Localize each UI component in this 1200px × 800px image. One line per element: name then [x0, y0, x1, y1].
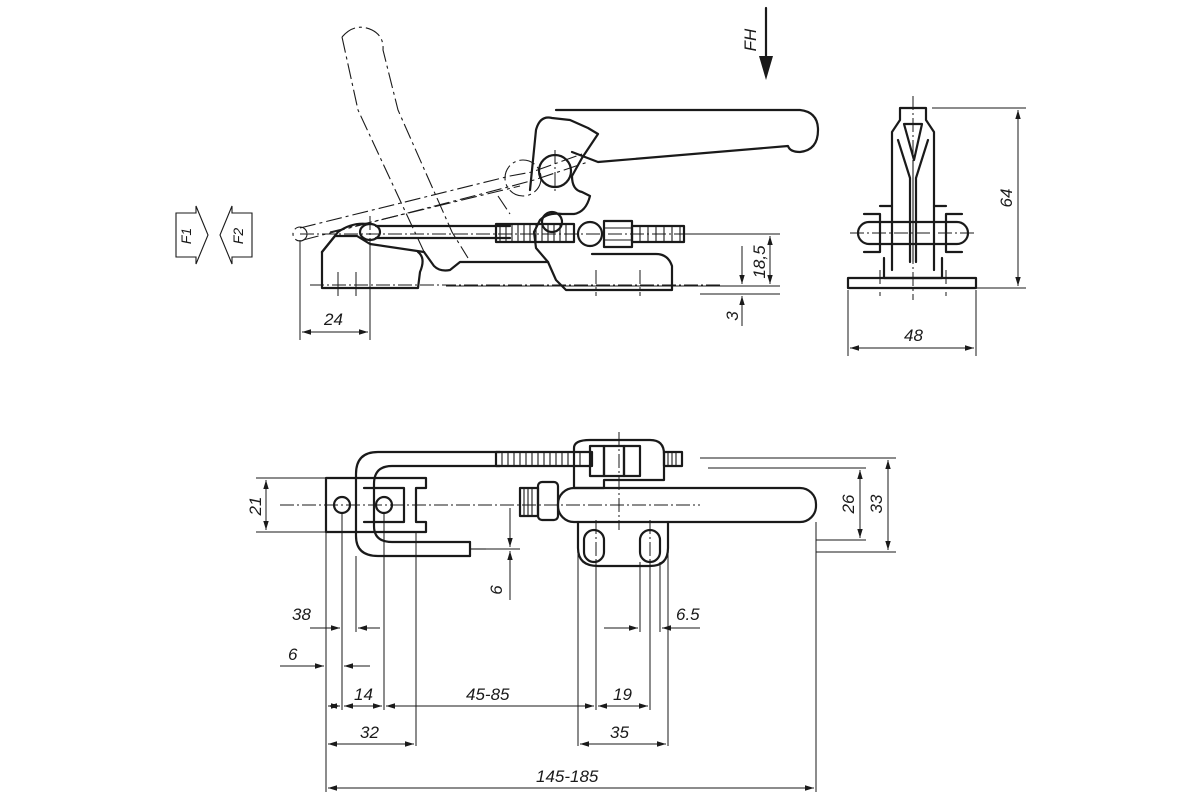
dim-6-horizontal: 6 — [288, 645, 298, 664]
dim-38: 38 — [292, 605, 311, 624]
end-view — [846, 96, 978, 300]
end-dimensions: 64 48 — [847, 107, 1026, 356]
dim-64: 64 — [997, 189, 1016, 208]
dim-6-vertical: 6 — [487, 585, 506, 595]
dim-18-5: 18,5 — [750, 245, 769, 279]
dim-24: 24 — [323, 310, 343, 329]
dim-14: 14 — [354, 685, 373, 704]
label-f1: F1 — [178, 228, 194, 244]
dim-33: 33 — [867, 494, 886, 513]
dim-35: 35 — [610, 723, 629, 742]
dim-19: 19 — [613, 685, 632, 704]
dim-32: 32 — [360, 723, 379, 742]
top-hook-plate — [324, 476, 428, 534]
side-body — [528, 116, 600, 264]
dim-48: 48 — [904, 326, 923, 345]
dim-145-185: 145-185 — [536, 767, 599, 786]
side-handle — [554, 108, 820, 164]
dim-45-85: 45-85 — [466, 685, 510, 704]
dim-6-5: 6.5 — [676, 605, 700, 624]
side-dimensions: 24 18,5 3 — [299, 233, 780, 340]
top-view — [280, 432, 818, 580]
top-dimensions: 21 26 33 6 38 6 — [246, 457, 896, 792]
dim-26: 26 — [839, 494, 858, 514]
force-f2-box-arrow: F2 — [219, 205, 253, 265]
top-u-hook — [354, 450, 502, 558]
force-fh-arrow: FH — [741, 6, 773, 80]
label-fh: FH — [741, 28, 760, 51]
side-base-plate — [320, 250, 674, 292]
force-f1-box-arrow: F1 — [175, 205, 209, 265]
label-f2: F2 — [230, 228, 246, 245]
side-view — [292, 26, 820, 300]
dim-21: 21 — [246, 497, 265, 517]
dim-3: 3 — [723, 311, 742, 321]
